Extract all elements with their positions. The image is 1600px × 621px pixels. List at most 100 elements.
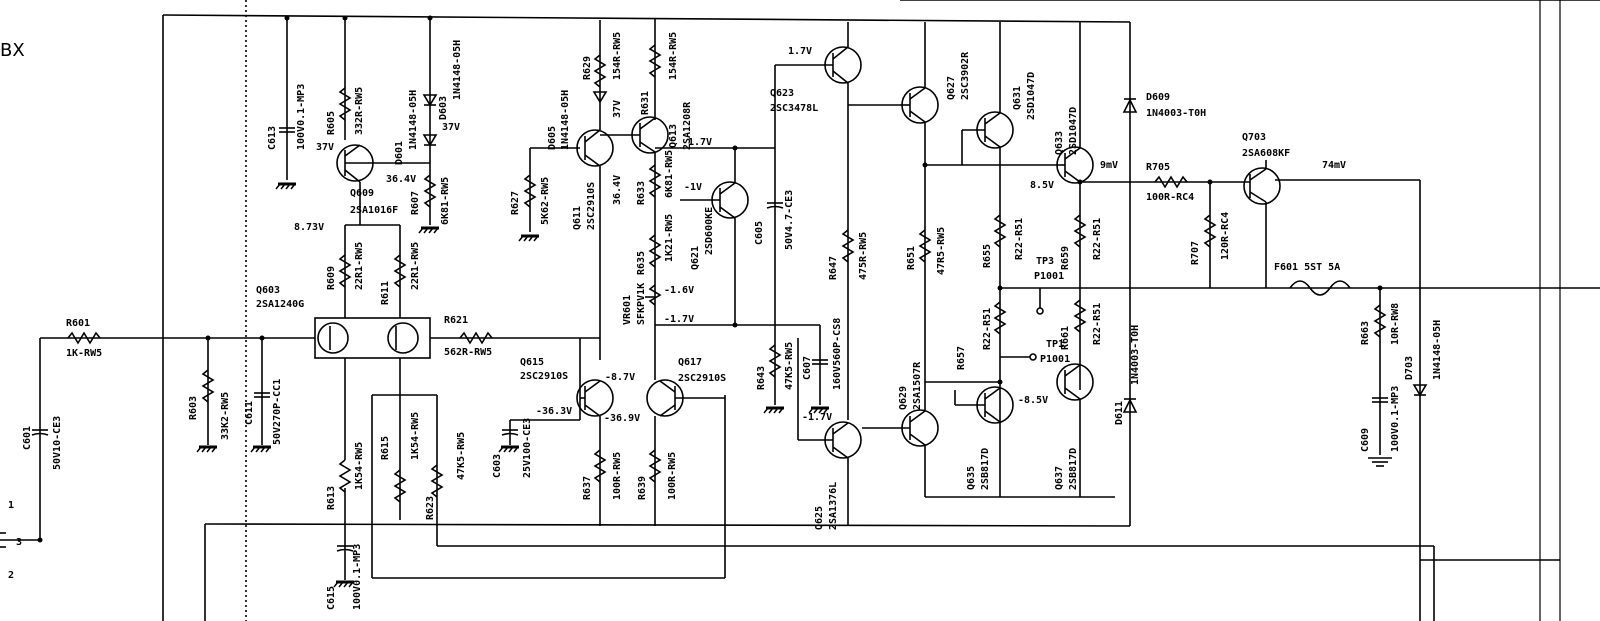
q609-value: 2SA1016F [350, 205, 398, 216]
r635-value: 1K21-RW5 [664, 214, 675, 262]
c601-label: C601 [22, 426, 33, 450]
pin-3: 3 [16, 537, 22, 548]
r603-value: 33K2-RW5 [220, 392, 231, 440]
v37c: 37V [612, 100, 623, 118]
c605-value: 50V4.7-CE3 [784, 190, 795, 250]
r631-label: R631 [640, 91, 651, 115]
q631-transistor [976, 111, 1014, 149]
r603-label: R603 [188, 396, 199, 420]
q617-value: 2SC2910S [678, 373, 726, 384]
d603-label: D603 [438, 96, 449, 120]
c601-value: 50V10-CE3 [52, 416, 63, 470]
r633-label: R633 [636, 181, 647, 205]
r663-value: 10R-RW8 [1390, 303, 1401, 345]
q631-label: Q631 [1012, 86, 1023, 110]
c603-label: C603 [492, 454, 503, 478]
q637-transistor [1056, 363, 1094, 401]
c615-label: C615 [326, 586, 337, 610]
d703-value: 1N4148-05H [1432, 320, 1443, 380]
c607-value: 160V560P-CS8 [832, 318, 843, 390]
d611-label: D611 [1114, 401, 1125, 425]
r633-value: 6K81-RW5 [664, 150, 675, 198]
q611-transistor [576, 129, 614, 167]
q629-label: Q629 [898, 386, 909, 410]
q631-value: 2SD1047D [1026, 72, 1037, 120]
r605-label: R605 [326, 111, 337, 135]
vm17b: -1.7V [802, 412, 832, 423]
q603-value: 2SA1240G [256, 299, 304, 310]
r609-label: R609 [326, 266, 337, 290]
r607-value: 6K81-RW5 [440, 177, 451, 225]
r623-value: 47K5-RW5 [456, 432, 467, 480]
r613-label: R613 [326, 486, 337, 510]
r705-value: 100R-RC4 [1146, 192, 1194, 203]
q623-value: 2SC3478L [770, 103, 818, 114]
r611-label: R611 [380, 281, 391, 305]
r629-value: 154R-RW5 [612, 32, 623, 80]
r659-label: R659 [1060, 246, 1071, 270]
vm369: -36.9V [604, 413, 640, 424]
q613-value: 2SA1208R [682, 101, 693, 150]
r707-label: R707 [1190, 241, 1201, 265]
q635-value: 2SB817D [980, 448, 991, 490]
r609-value: 22R1-RW5 [354, 242, 365, 290]
r637-value: 100R-RW5 [612, 452, 623, 500]
c613-value: 100V0.1-MP3 [296, 84, 307, 150]
r647-label: R647 [828, 256, 839, 280]
vr601-value: SFKPV1K [636, 283, 647, 325]
r631-value: 154R-RW5 [668, 32, 679, 80]
q609-label: Q609 [350, 188, 374, 199]
v364: 36.4V [386, 174, 416, 185]
v37a: 37V [316, 142, 334, 153]
corner-label: BX [0, 40, 25, 61]
q613-label: Q613 [668, 124, 679, 148]
r657-value: R22-R51 [982, 308, 993, 350]
r655-value: R22-R51 [1014, 218, 1025, 260]
q615-label: Q615 [520, 357, 544, 368]
q637-label: Q637 [1054, 466, 1065, 490]
tp3-label: TP3 [1036, 256, 1054, 267]
d605-label: D605 [547, 126, 558, 150]
v37b: 37V [442, 122, 460, 133]
r639-value: 100R-RW5 [667, 452, 678, 500]
c609-value: 100V0.1-MP3 [1390, 386, 1401, 452]
q603-package [314, 317, 431, 359]
c607-label: C607 [802, 356, 813, 380]
r643-value: 47K5-RW5 [784, 342, 795, 390]
r661-label: R661 [1060, 326, 1071, 350]
q623-label: Q623 [770, 88, 794, 99]
q617-label: Q617 [678, 357, 702, 368]
vr601-label: VR601 [622, 295, 633, 325]
r659-value: R22-R51 [1092, 218, 1103, 260]
r705-label: R705 [1146, 162, 1170, 173]
vm363: -36.3V [536, 406, 572, 417]
r623-label: R623 [425, 496, 436, 520]
q635-label: Q635 [966, 466, 977, 490]
q703-label: Q703 [1242, 132, 1266, 143]
vm17a: -1.7V [664, 314, 694, 325]
d601-label: D601 [394, 141, 405, 165]
vm85: -8.5V [1018, 395, 1048, 406]
r621-label: R621 [444, 315, 468, 326]
r621-value: 562R-RW5 [444, 347, 492, 358]
q615-value: 2SC2910S [520, 371, 568, 382]
r601-label: R601 [66, 318, 90, 329]
r615-label: R615 [380, 436, 391, 460]
r627-label: R627 [510, 191, 521, 215]
r639-label: R639 [637, 476, 648, 500]
r655-label: R655 [982, 244, 993, 268]
c605-label: C605 [754, 221, 765, 245]
r647-value: 475R-RW5 [858, 232, 869, 280]
q627-label: Q627 [946, 76, 957, 100]
v873: 8.73V [294, 222, 324, 233]
v74mv: 74mV [1322, 160, 1346, 171]
r657-label: R657 [956, 346, 967, 370]
r627-value: 5K62-RW5 [540, 177, 551, 225]
fuse-f601 [1289, 280, 1351, 296]
q611-value: 2SC2910S [586, 182, 597, 230]
r601-value: 1K-RW5 [66, 348, 102, 359]
c609-label: C609 [1360, 428, 1371, 452]
r651-value: 47R5-RW5 [936, 227, 947, 275]
r607-label: R607 [410, 191, 421, 215]
pin-1: 1 [8, 500, 14, 511]
